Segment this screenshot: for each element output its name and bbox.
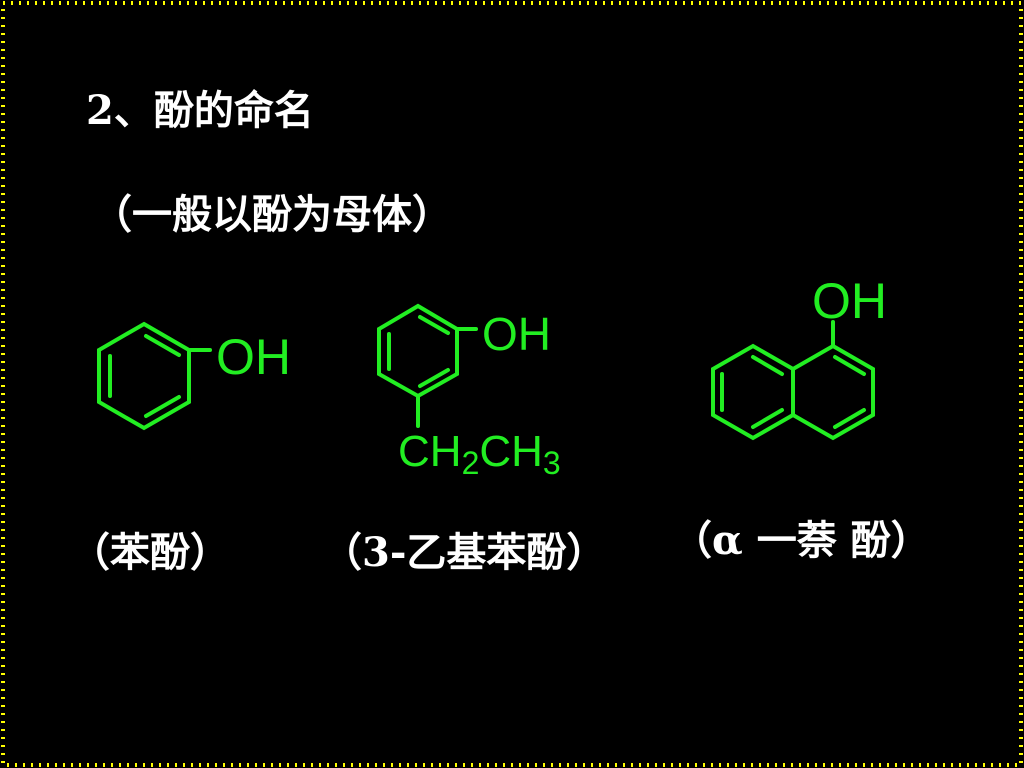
phenol-oh-label: OH [216,329,291,385]
phenol-name: （苯酚） [70,529,230,576]
naphthol-oh-label: OH [812,273,887,329]
alpha-naphthol-structure: OH [711,273,887,441]
3-ethylphenol-structure: OH CH2CH3 [377,303,561,481]
3-ethylphenol-name: （3-乙基苯酚） [322,529,607,576]
ethylphenol-oh-label: OH [482,308,551,360]
slide-title: 2、酚的命名 [86,87,314,134]
alpha-naphthol-name: （α 一萘 酚） [672,517,931,564]
slide-subtitle: （一般以酚为母体） [92,191,452,238]
ethyl-group-label: CH2CH3 [398,427,561,481]
phenol-structure: OH [97,321,291,431]
